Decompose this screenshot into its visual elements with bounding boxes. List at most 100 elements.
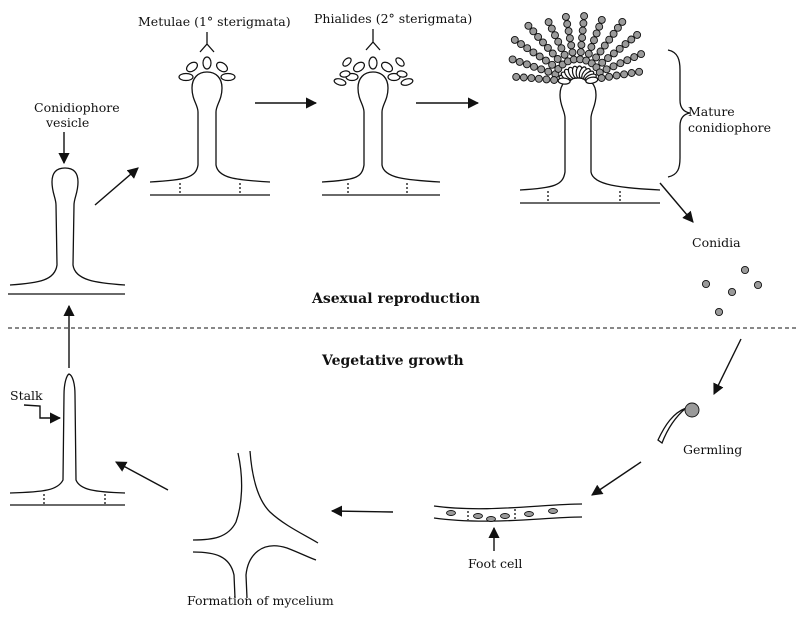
chain-conidium <box>527 74 536 83</box>
foot-cell-label: Foot cell <box>468 556 522 571</box>
chain-conidium <box>515 57 524 66</box>
arrow-mycelium-to-stalk <box>115 461 169 491</box>
chain-conidium <box>621 40 630 49</box>
chain-conidium <box>517 40 525 49</box>
chain-conidium <box>543 43 552 52</box>
chain-conidium <box>615 44 624 53</box>
phialides-bracket <box>365 29 381 51</box>
chain-conidium <box>577 40 586 49</box>
stalk-pointer-arrow <box>23 404 62 424</box>
mature-label-2: conidiophore <box>688 120 771 135</box>
chain-conidium <box>524 21 533 30</box>
vegetative-heading: Vegetative growth <box>321 353 464 369</box>
chain-conidium <box>561 12 570 21</box>
phialide-cell <box>557 77 571 85</box>
chain-conidium <box>539 38 547 47</box>
chain-conidium <box>592 29 601 38</box>
chain-conidium <box>519 73 528 82</box>
chain-conidium <box>541 56 550 65</box>
chain-conidium <box>627 69 636 77</box>
chain-conidium <box>618 17 627 26</box>
chain-conidium <box>537 65 546 74</box>
chain-conidium <box>508 55 517 64</box>
chain-conidium <box>612 71 621 80</box>
conidiophore-vesicle-label-1: Conidiophore <box>34 100 120 115</box>
chain-conidium <box>542 75 551 84</box>
chain-conidium <box>579 19 588 28</box>
chain-conidium <box>584 49 593 58</box>
chain-conidium <box>510 35 519 44</box>
chain-conidium <box>550 76 559 84</box>
chain-conidium <box>544 18 553 27</box>
free-conidia <box>701 265 763 317</box>
germling-label: Germling <box>683 442 742 457</box>
chain-conidium <box>597 74 606 82</box>
foot-cell-hypha <box>433 503 583 522</box>
chain-conidium <box>553 55 562 63</box>
chain-conidium <box>565 34 574 43</box>
asexual-heading: Asexual reproduction <box>311 291 480 307</box>
stalk-stage <box>9 373 126 506</box>
chain-conidium <box>620 70 629 79</box>
chain-conidium <box>633 30 642 39</box>
metulae-label: Metulae (1° sterigmata) <box>138 14 291 29</box>
chain-conidium <box>563 20 572 28</box>
chain-conidium <box>609 29 618 38</box>
chain-conidium <box>627 35 636 44</box>
chain-conidium <box>564 27 573 36</box>
mature-conidiophore-stage <box>508 12 661 204</box>
chain-conidium <box>595 22 604 31</box>
chain-conidium <box>547 24 556 33</box>
chain-conidium <box>596 47 605 56</box>
phialide-cell <box>585 76 599 85</box>
chain-conidium <box>548 60 557 69</box>
mycelium-label: Formation of mycelium <box>187 593 334 608</box>
chain-conidium <box>600 41 609 50</box>
chain-conidium <box>609 62 618 71</box>
chain-conidium <box>637 50 646 59</box>
chain-conidium <box>551 31 559 40</box>
arrow-conidia-to-germling <box>713 338 742 396</box>
chain-conidium <box>554 37 563 46</box>
chain-conidium <box>548 49 557 58</box>
chain-conidium <box>587 43 596 51</box>
stalk-label: Stalk <box>10 388 43 403</box>
metulae-bracket <box>199 32 215 53</box>
chain-conidium <box>529 27 538 36</box>
conidiophore-vesicle-label-2: vesicle <box>45 115 89 130</box>
germling <box>657 402 700 445</box>
chain-conidium <box>604 54 612 63</box>
chain-conidium <box>576 48 585 57</box>
chain-conidium <box>535 52 544 61</box>
chain-conidium <box>609 49 618 58</box>
chain-conidium <box>534 32 543 41</box>
phialides-label: Phialides (2° sterigmata) <box>314 11 472 26</box>
arrow-foot-cell-to-mycelium <box>330 505 394 517</box>
chain-conidium <box>567 41 576 50</box>
chain-conidium <box>557 44 566 53</box>
chain-conidium <box>560 50 569 59</box>
chain-conidium <box>630 53 639 62</box>
metulae-stage <box>149 56 271 196</box>
chain-conidium <box>623 56 632 65</box>
chain-conidium <box>580 12 589 21</box>
conidiophore-vesicle-stage <box>8 167 126 295</box>
chain-conidium <box>522 60 531 69</box>
chain-conidium <box>635 67 644 76</box>
chain-conidium <box>590 36 598 45</box>
chain-conidium <box>592 53 601 62</box>
chain-conidium <box>568 48 577 57</box>
chain-conidium <box>613 23 622 32</box>
chain-conidium <box>534 74 543 83</box>
phialides-stage <box>321 56 441 196</box>
arrow-to-conidia <box>659 182 694 223</box>
chain-conidium <box>523 44 532 53</box>
chain-conidium <box>616 59 625 68</box>
chain-conidium <box>605 35 614 44</box>
mature-label-1: Mature <box>688 104 735 119</box>
chain-conidium <box>598 58 607 67</box>
chain-conidium <box>578 33 587 42</box>
mycelium <box>192 450 319 599</box>
arrow-germling-to-foot-cell <box>591 461 642 496</box>
